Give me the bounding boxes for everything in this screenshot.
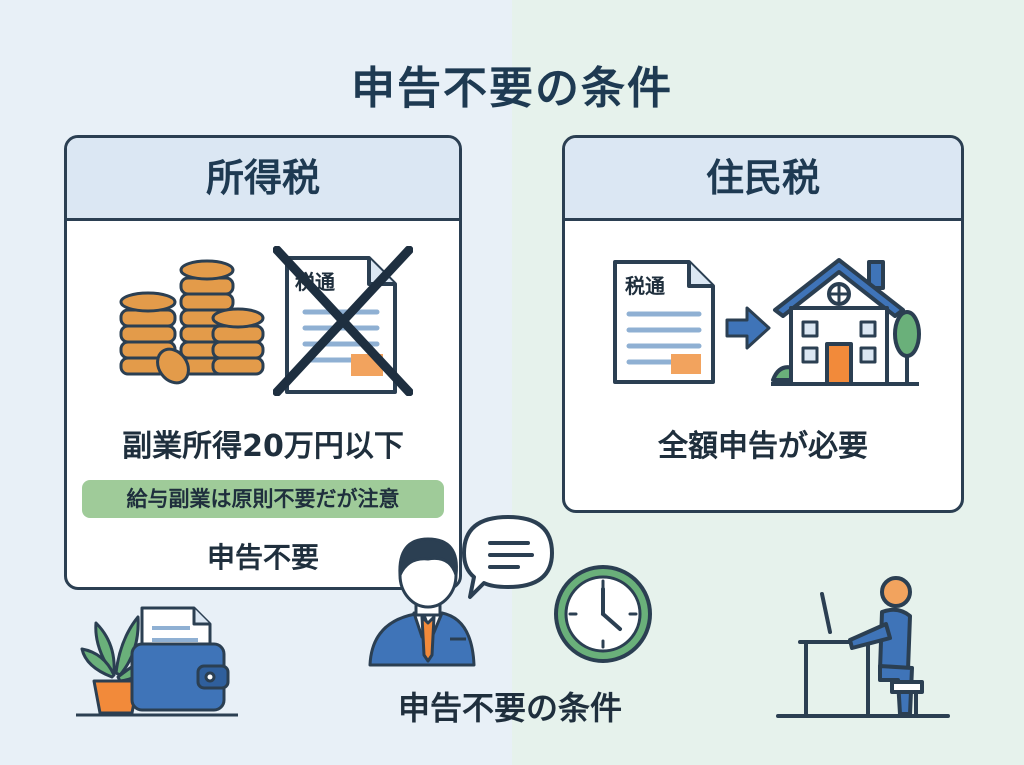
document-icon: 税通 — [609, 256, 719, 388]
arrow-right-icon — [725, 306, 771, 350]
crossed-document-icon: 税通 — [273, 246, 413, 396]
document-label: 税通 — [295, 270, 335, 294]
bottom-caption: 申告不要の条件 — [397, 689, 622, 727]
resident-tax-card: 住民税 税通 — [562, 135, 964, 513]
businessman-icon — [368, 515, 554, 667]
person-at-desk-icon — [776, 576, 950, 718]
income-tax-condition: 副業所得20万円以下 — [122, 429, 404, 464]
speech-bubble-icon — [462, 515, 554, 599]
wallet-icon — [130, 606, 230, 712]
document-label: 税通 — [625, 274, 665, 298]
resident-tax-heading: 住民税 — [565, 138, 961, 221]
income-tax-note-badge: 給与副業は原則不要だが注意 — [82, 480, 444, 518]
resident-tax-condition: 全額申告が必要 — [658, 429, 868, 464]
income-tax-heading: 所得税 — [67, 138, 459, 221]
income-tax-result: 申告不要 — [206, 541, 319, 574]
income-tax-card: 所得税 — [64, 135, 462, 590]
coin-stack-icon — [119, 259, 265, 385]
house-icon — [771, 258, 921, 386]
clock-icon — [554, 565, 652, 663]
page-title: 申告不要の条件 — [351, 63, 673, 114]
